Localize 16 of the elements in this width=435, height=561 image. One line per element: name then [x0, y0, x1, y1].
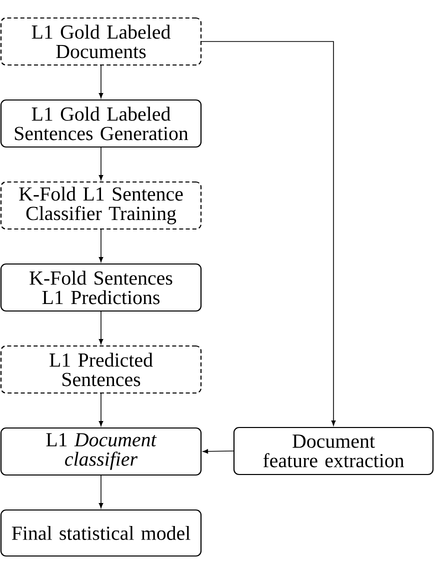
arrow [98, 65, 104, 98]
arrow [98, 147, 104, 180]
dashed-box: K-Fold L1 Sentence Classifier Training [0, 181, 202, 230]
process-box: L1 Document classifier [0, 427, 202, 476]
arrow [98, 393, 104, 426]
process-box: Document feature extraction [233, 426, 434, 476]
arrow [201, 41, 336, 426]
arrow [98, 475, 104, 508]
process-box: Final statistical model [0, 509, 202, 557]
process-box: L1 Gold Labeled Sentences Generation [0, 99, 202, 148]
process-box: K-Fold Sentences L1 Predictions [0, 263, 202, 312]
arrow [202, 449, 234, 454]
arrow [98, 229, 104, 262]
dashed-box: L1 Predicted Sentences [0, 345, 202, 394]
dashed-box: L1 Gold Labeled Documents [0, 17, 202, 66]
arrow [98, 311, 104, 344]
